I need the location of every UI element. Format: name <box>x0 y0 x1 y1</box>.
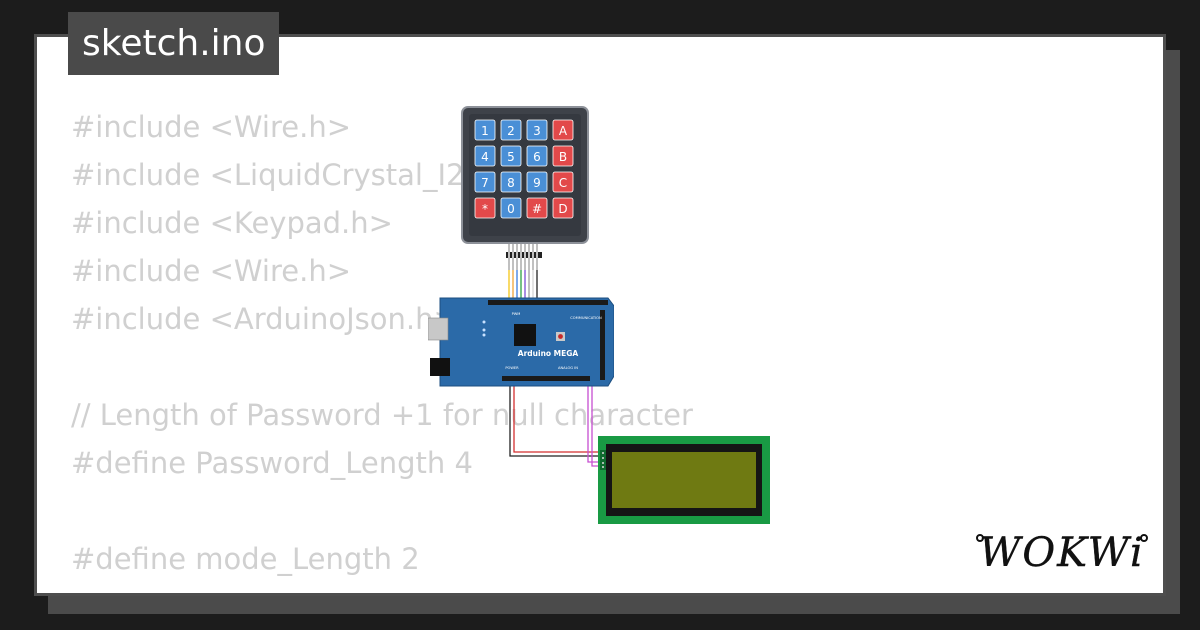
keypad-key-label: 2 <box>507 124 515 138</box>
keypad-key-label: # <box>532 202 542 216</box>
analog-header <box>502 376 590 381</box>
keypad-key-label: 0 <box>507 202 515 216</box>
keypad-key-label: 1 <box>481 124 489 138</box>
power-jack <box>430 358 450 376</box>
file-tab[interactable]: sketch.ino <box>68 12 280 75</box>
gnd-wire <box>509 384 604 457</box>
code-line: #include <Keypad.h> <box>71 206 393 240</box>
keypad-key <box>526 119 548 141</box>
keypad-key-label: D <box>558 202 567 216</box>
wokwi-logo: WOKWi <box>976 530 1148 576</box>
code-preview: #include <Wire.h> #include <LiquidCrysta… <box>71 103 693 583</box>
keypad-key-label: 5 <box>507 150 515 164</box>
circuit-diagram: 1 2 3 A 4 5 6 B 7 8 9 C * 0 # D Arduino MEGA POWER ANAL… <box>420 100 780 530</box>
keypad-key-label: C <box>559 176 567 190</box>
code-line: #include <Wire.h> <box>71 254 352 288</box>
communication-label: COMMUNICATION <box>570 316 602 320</box>
keypad-key <box>552 197 574 219</box>
keypad-key <box>526 171 548 193</box>
keypad-key <box>526 145 548 167</box>
digital-header <box>488 300 608 305</box>
keypad-key <box>500 171 522 193</box>
keypad-key-label: A <box>559 124 568 138</box>
keypad-key-label: 8 <box>507 176 515 190</box>
usb-port <box>428 317 449 341</box>
wokwi-logo-text: WOKWi <box>979 530 1145 576</box>
vcc-wire <box>513 384 604 453</box>
keypad-key <box>500 197 522 219</box>
keypad-key-label: 4 <box>481 150 489 164</box>
i2c-pins <box>600 450 606 470</box>
pwm-label: PWM <box>512 312 521 316</box>
code-line: #include <ArduinoJson.h> <box>71 302 458 336</box>
keypad-key-label: * <box>482 202 488 216</box>
keypad-key-label: B <box>559 150 567 164</box>
keypad-key <box>474 197 496 219</box>
code-line: #include <Wire.h> <box>71 110 352 144</box>
keypad-key-label: 6 <box>533 150 541 164</box>
code-line: #define Password_Length 4 <box>71 446 473 480</box>
analog-label: ANALOG IN <box>558 366 578 370</box>
keypad-key-label: 3 <box>533 124 541 138</box>
keypad-key <box>552 171 574 193</box>
mcu-chip <box>514 324 536 346</box>
keypad-key-label: 7 <box>481 176 489 190</box>
arduino-mega-board: Arduino MEGA POWER ANALOG IN COMMUNICATI… <box>428 297 614 387</box>
keypad-key <box>500 119 522 141</box>
keypad-header-pins <box>506 244 542 270</box>
board-name: Arduino MEGA <box>518 349 579 358</box>
keypad-4x4: 1 2 3 A 4 5 6 B 7 8 9 C * 0 # D <box>461 106 589 244</box>
code-line: #define mode_Length 2 <box>71 542 420 576</box>
power-label: POWER <box>505 366 519 370</box>
code-line: // Length of Password +1 for null charac… <box>71 398 693 432</box>
side-header <box>600 310 605 380</box>
keypad-key-label: 9 <box>533 176 541 190</box>
keypad-key <box>526 197 548 219</box>
keypad-key <box>500 145 522 167</box>
keypad-key <box>474 145 496 167</box>
keypad-key <box>474 171 496 193</box>
keypad-key <box>474 119 496 141</box>
lcd-1602-i2c <box>598 436 770 524</box>
keypad-key <box>552 119 574 141</box>
keypad-key <box>552 145 574 167</box>
